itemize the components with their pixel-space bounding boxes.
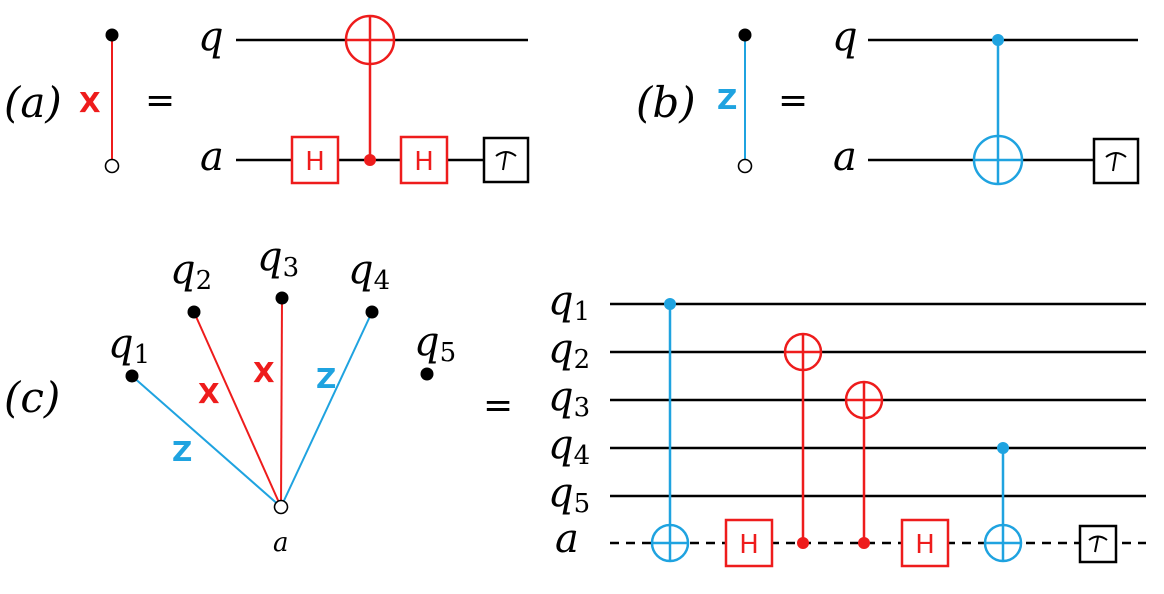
graph-node-q2-base: q xyxy=(170,247,196,293)
graph-edge-label-q2: X xyxy=(198,377,220,410)
circuit-measure-gate xyxy=(1078,524,1118,564)
panel-b: (b) Z = q a xyxy=(636,14,1140,186)
panel-a-edge-label: X xyxy=(79,86,101,119)
circuit-h-gate-2 xyxy=(900,518,950,568)
graph-node-q1-label: q1 xyxy=(108,321,150,370)
measure-icon xyxy=(495,151,517,171)
panel-c-graph: Z X X Z q1 q2 q3 q4 q xyxy=(108,234,456,558)
circuit-wire-q4-base: q xyxy=(548,422,574,468)
graph-edge-label-q3: X xyxy=(253,356,275,389)
graph-node-q4 xyxy=(365,305,379,319)
panel-b-edge-qubit-dot xyxy=(738,28,752,42)
graph-edge-q1 xyxy=(131,375,282,508)
graph-node-q4-label: q4 xyxy=(348,247,390,296)
graph-edge-label-q1: Z xyxy=(172,435,192,468)
graph-node-q2-label: q2 xyxy=(170,247,212,296)
graph-node-q1-sub: 1 xyxy=(134,340,151,370)
circuit-wire-q2-label: q2 xyxy=(548,326,590,375)
circuit-wire-q5-base: q xyxy=(548,470,574,516)
panel-c-label: (c) xyxy=(4,373,60,422)
panel-b-wire-a-label: a xyxy=(833,134,857,180)
panel-b-edge-ancilla-dot xyxy=(737,158,753,174)
circuit-cnot-q2 xyxy=(783,332,823,549)
graph-node-q4-base: q xyxy=(348,247,374,293)
graph-node-q2 xyxy=(187,305,201,319)
circuit-cnot-q4 xyxy=(983,442,1023,563)
graph-node-q3 xyxy=(275,291,289,305)
panel-b-cnot-target xyxy=(972,134,1024,186)
graph-ancilla-label: a xyxy=(273,528,289,558)
circuit-wire-q1-sub: 1 xyxy=(574,297,591,327)
circuit-wire-q5-label: q5 xyxy=(548,470,590,519)
panel-a-h-gate-2 xyxy=(399,135,449,185)
panel-b-label: (b) xyxy=(636,78,696,127)
panel-b-equals: = xyxy=(778,80,808,121)
graph-edge-q2 xyxy=(193,311,282,508)
circuit-wire-q2-sub: 2 xyxy=(574,345,591,375)
graph-node-ancilla xyxy=(273,499,289,515)
panel-a: (a) X = q a H H xyxy=(4,14,530,185)
panel-c-equals: = xyxy=(483,385,513,426)
graph-node-q4-sub: 4 xyxy=(374,266,391,296)
graph-node-q5-base: q xyxy=(414,319,440,365)
panel-a-wire-a-label: a xyxy=(200,134,224,180)
circuit-wire-ancilla-label: a xyxy=(555,516,579,562)
graph-node-q1-base: q xyxy=(108,321,134,367)
panel-a-cnot-target xyxy=(344,14,396,66)
panel-a-h-gate-2-label: H xyxy=(414,147,434,177)
circuit-h-gate-1-label: H xyxy=(739,530,759,560)
graph-edge-q3 xyxy=(280,297,283,508)
measure-icon xyxy=(1105,152,1127,172)
circuit-h-gate-1 xyxy=(724,518,774,568)
graph-node-q3-base: q xyxy=(257,234,283,280)
circuit-wire-q4-label: q4 xyxy=(548,422,590,471)
circuit-wire-q3-base: q xyxy=(548,374,574,420)
measure-icon xyxy=(1088,535,1108,553)
circuit-wire-q3-label: q3 xyxy=(548,374,590,423)
panel-a-h-gate-1-label: H xyxy=(305,147,325,177)
circuit-h-gate-2-label: H xyxy=(915,530,935,560)
panel-a-wire-q-label: q xyxy=(198,14,224,60)
panel-b-edge-label: Z xyxy=(717,83,737,116)
circuit-wire-q5-sub: 5 xyxy=(574,489,591,519)
graph-node-q5 xyxy=(420,367,434,381)
graph-node-q5-sub: 5 xyxy=(440,338,457,368)
circuit-wire-q1-label: q1 xyxy=(548,278,590,327)
graph-edge-q4 xyxy=(280,311,373,508)
graph-node-q3-sub: 3 xyxy=(283,253,300,283)
circuit-wire-q4-sub: 4 xyxy=(574,441,591,471)
panel-b-cnot-control xyxy=(992,34,1004,46)
graph-node-q1 xyxy=(125,369,139,383)
panel-b-measure-gate xyxy=(1092,137,1140,185)
circuit-cnot-q1 xyxy=(650,298,690,563)
panel-a-edge-qubit-dot xyxy=(105,28,119,42)
panel-a-label: (a) xyxy=(4,78,62,127)
graph-node-q5-label: q5 xyxy=(414,319,456,368)
graph-edge-label-q4: Z xyxy=(316,362,336,395)
graph-node-q2-sub: 2 xyxy=(196,266,213,296)
panel-c: (c) = Z X X Z q1 q2 xyxy=(4,234,1146,568)
panel-c-circuit: q1 q2 q3 q4 q5 a xyxy=(548,278,1146,568)
panel-a-equals: = xyxy=(145,80,175,121)
panel-b-wire-q-label: q xyxy=(832,14,858,60)
circuit-wire-q1-base: q xyxy=(548,278,574,324)
panel-a-edge-ancilla-dot xyxy=(104,158,120,174)
panel-a-measure-gate xyxy=(482,136,530,184)
graph-node-q3-label: q3 xyxy=(257,234,299,283)
panel-a-h-gate-1 xyxy=(290,135,340,185)
panel-a-cnot-control xyxy=(364,154,376,166)
circuit-wire-q3-sub: 3 xyxy=(574,393,591,423)
circuit-cnot-q3 xyxy=(844,380,884,549)
circuit-wire-q2-base: q xyxy=(548,326,574,372)
